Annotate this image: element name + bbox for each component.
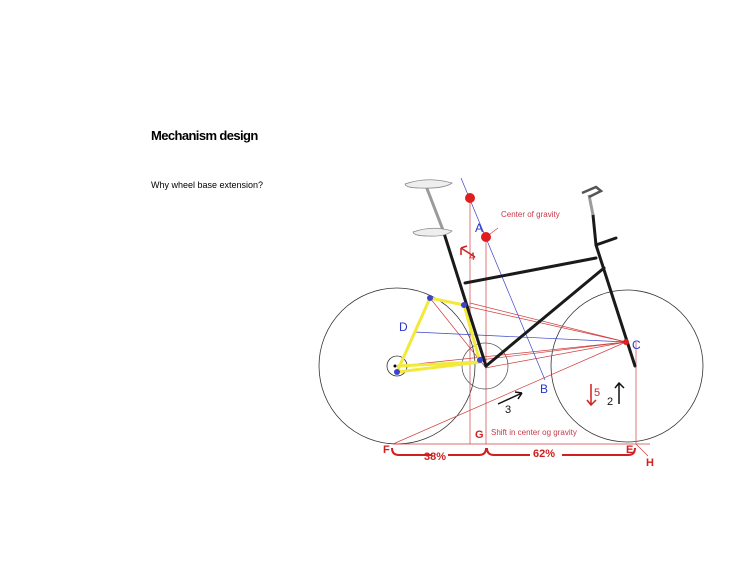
force-lines xyxy=(413,177,627,381)
point-b-label: B xyxy=(540,382,548,396)
point-h-label: H xyxy=(646,457,654,469)
arrow-2-label: 2 xyxy=(607,396,613,408)
point-f-label: F xyxy=(383,444,390,456)
arrow-4-label: 4 xyxy=(469,251,475,263)
arrow-2-icon xyxy=(614,381,625,404)
direction-arrows: 4 3 5 2 xyxy=(460,245,625,416)
arrow-3-label: 3 xyxy=(505,404,511,416)
construction-lines xyxy=(392,198,650,457)
point-d-label: D xyxy=(399,320,408,334)
left-brace xyxy=(391,447,487,456)
arrow-3-icon xyxy=(497,391,523,405)
point-g-label: G xyxy=(475,429,484,441)
right-percent: 62% xyxy=(533,448,555,460)
point-a-label: A xyxy=(475,221,483,235)
bike-frame xyxy=(441,213,637,368)
point-c-label: C xyxy=(632,338,641,352)
chainring xyxy=(461,342,509,390)
arrow-5-icon xyxy=(586,384,597,407)
shift-note: Shift in center og gravity xyxy=(491,428,577,437)
seatposts xyxy=(424,185,595,231)
saddle-upper-icon xyxy=(404,179,453,189)
handlebar-icon xyxy=(581,185,604,199)
center-of-gravity-note: Center of gravity xyxy=(501,210,560,219)
point-e-label: E xyxy=(626,444,633,456)
arrow-5-label: 5 xyxy=(594,387,600,399)
saddle-lower-icon xyxy=(412,227,453,237)
slide-subtitle: Why wheel base extension? xyxy=(151,180,264,190)
arrow-4-icon xyxy=(460,245,476,258)
pivot-points xyxy=(393,193,629,375)
slide-title: Mechanism design xyxy=(151,128,258,143)
right-brace xyxy=(486,447,636,456)
front-wheel xyxy=(550,289,704,443)
left-percent: 38% xyxy=(424,451,446,463)
